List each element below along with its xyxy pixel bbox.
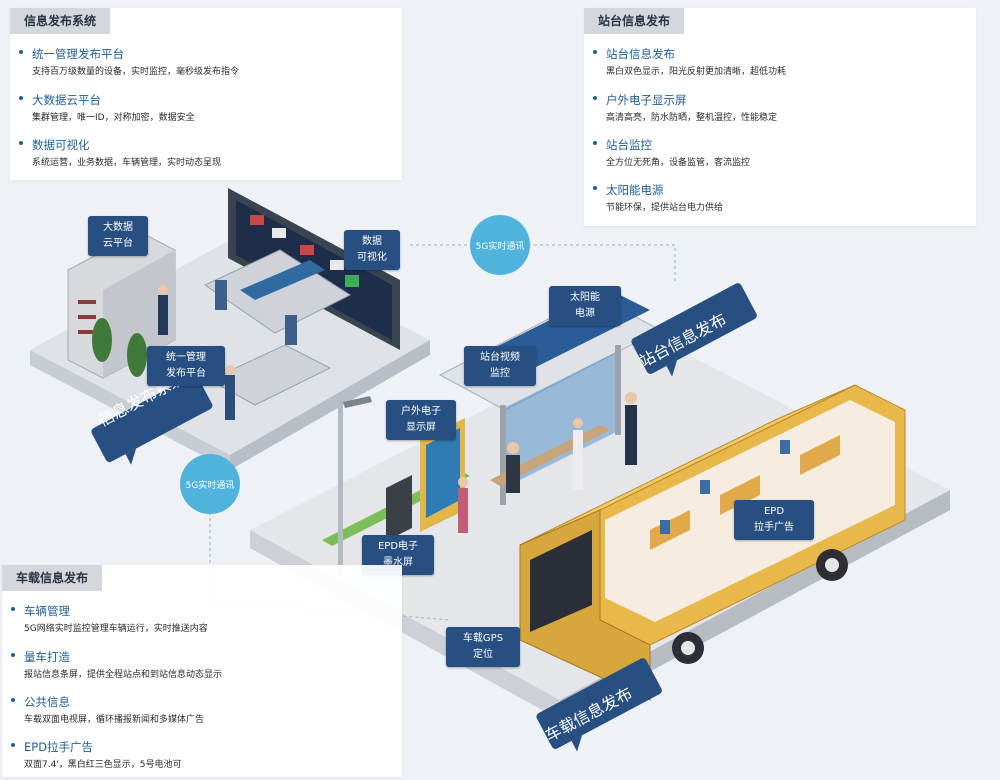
panel-title: 站台信息发布 [584, 8, 685, 34]
feature-title: 统一管理发布平台 [32, 47, 124, 61]
shelter-pole [615, 345, 621, 435]
plant [92, 318, 112, 362]
banner-info-system [91, 375, 213, 465]
feature-title: 站台监控 [606, 138, 652, 152]
person [506, 455, 520, 493]
feature-title: EPD拉手广告 [24, 740, 94, 754]
comm-link-line [528, 244, 676, 282]
shelter-pole [500, 405, 506, 505]
feature-desc: 车载双面电视屏，循环播报新闻和多媒体广告 [24, 715, 205, 725]
feature-title: 量车打造 [24, 650, 70, 664]
feature-title: 户外电子显示屏 [606, 93, 687, 107]
tag-big-data: 大数据 云平台 [88, 216, 148, 256]
panel-station-info: 站台信息发布 站台信息发布 黑白双色显示，阳光反射更加清晰，超低功耗 户外电子显… [584, 8, 976, 226]
person [285, 315, 297, 345]
tag-unified-platform: 统一管理 发布平台 [147, 346, 225, 386]
panel-vehicle-info: 车载信息发布 车辆管理 5G网络实时监控管理车辆运行，实时推送内容 量车打造 报… [2, 565, 402, 777]
banner-vehicle [536, 658, 662, 752]
person [215, 280, 227, 310]
feature-desc: 5G网络实时监控管理车辆运行，实时推送内容 [24, 624, 208, 634]
person [158, 295, 168, 335]
bullet-icon [11, 653, 15, 657]
feature-desc: 双面7.4'，黑白红三色显示，5号电池可 [24, 760, 182, 770]
bullet-icon [593, 96, 597, 100]
bullet-icon [19, 50, 23, 54]
panel-title: 车载信息发布 [2, 565, 103, 591]
feature-desc: 高清高亮，防水防晒，整机温控，性能稳定 [606, 113, 778, 123]
feature-desc: 节能环保，提供站台电力供给 [606, 203, 724, 213]
bus-windshield [530, 530, 592, 632]
control-console [203, 249, 352, 334]
feature-desc: 黑白双色显示，阳光反射更加清晰，超低功耗 [606, 67, 787, 77]
bullet-icon [19, 141, 23, 145]
bullet-icon [11, 743, 15, 747]
person [458, 488, 468, 533]
tag-station-video: 站台视频 监控 [464, 346, 536, 386]
feature-title: 数据可视化 [32, 138, 90, 152]
bullet-icon [11, 698, 15, 702]
person [225, 375, 235, 420]
bullet-icon [593, 186, 597, 190]
feature-desc: 支持百万级数量的设备，实时监控，毫秒级发布指令 [32, 67, 240, 77]
feature-desc: 系统运营，业务数据，车辆管理，实时动态呈现 [32, 158, 222, 168]
5g-comm-circle-left: 5G实时通讯 [180, 454, 240, 514]
bullet-icon [593, 141, 597, 145]
panel-info-system: 信息发布系统 统一管理发布平台 支持百万级数量的设备，实时监控，毫秒级发布指令 … [10, 8, 402, 180]
feature-title: 公共信息 [24, 695, 70, 709]
front-desk [208, 344, 332, 406]
epd-ink-screen [386, 475, 412, 541]
tag-gps: 车载GPS 定位 [446, 627, 520, 667]
tag-epd-handle: EPD 拉手广告 [734, 500, 814, 540]
tag-outdoor-screen: 户外电子 显示屏 [386, 400, 456, 440]
tag-data-vis: 数据 可视化 [344, 230, 400, 270]
feature-title: 车辆管理 [24, 604, 70, 618]
person [573, 430, 583, 490]
feature-desc: 报站信息条屏，提供全程站点和到站信息动态显示 [24, 670, 223, 680]
street-lamp [338, 400, 343, 575]
plant [127, 333, 147, 377]
panel-title: 信息发布系统 [10, 8, 111, 34]
feature-title: 太阳能电源 [606, 183, 664, 197]
bullet-icon [11, 607, 15, 611]
person [625, 405, 637, 465]
feature-title: 大数据云平台 [32, 93, 101, 107]
feature-desc: 全方位无死角，设备监管，客流监控 [606, 158, 751, 168]
bullet-icon [593, 50, 597, 54]
bullet-icon [19, 96, 23, 100]
feature-desc: 集群管理，唯一ID，对称加密，数据安全 [32, 113, 195, 123]
bus-shelter-back [500, 350, 620, 490]
tag-solar: 太阳能 电源 [549, 286, 621, 326]
feature-title: 站台信息发布 [606, 47, 675, 61]
banner-station [631, 283, 757, 377]
5g-comm-circle-top: 5G实时通讯 [470, 215, 530, 275]
